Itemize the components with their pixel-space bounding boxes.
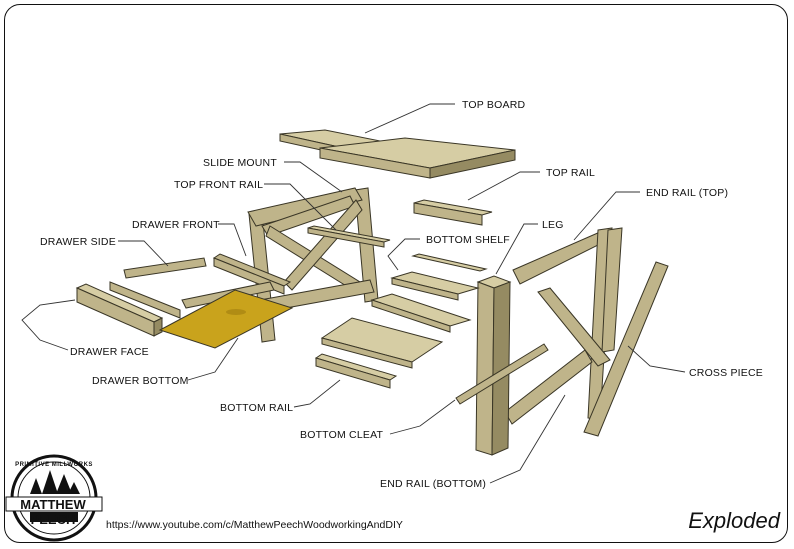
logo-name: MATTHEW PEECH bbox=[20, 497, 86, 527]
top-rail-part bbox=[413, 199, 493, 226]
view-name: Exploded bbox=[688, 508, 780, 533]
bottom-cleat-part bbox=[455, 343, 549, 405]
bottom-shelf-part bbox=[370, 253, 488, 333]
drawing-frame bbox=[4, 4, 788, 543]
label-bottom-rail: BOTTOM RAIL bbox=[220, 402, 293, 414]
label-top-board: TOP BOARD bbox=[462, 99, 525, 111]
label-drawer-side: DRAWER SIDE bbox=[40, 236, 116, 248]
label-bottom-shelf: BOTTOM SHELF bbox=[426, 234, 510, 246]
label-drawer-face: DRAWER FACE bbox=[70, 346, 149, 358]
label-end-rail-bottom: END RAIL (BOTTOM) bbox=[380, 478, 486, 490]
label-cross-piece: CROSS PIECE bbox=[689, 367, 763, 379]
drawer-bottom-part bbox=[158, 289, 294, 349]
label-top-front-rail: TOP FRONT RAIL bbox=[174, 179, 263, 191]
label-leg: LEG bbox=[542, 219, 564, 231]
label-drawer-front: DRAWER FRONT bbox=[132, 219, 220, 231]
logo-emblem bbox=[5, 454, 103, 542]
drawer-parts bbox=[75, 253, 292, 337]
right-end-frame-part bbox=[504, 227, 669, 437]
label-slide-mount: SLIDE MOUNT bbox=[203, 157, 277, 169]
label-drawer-bottom: DRAWER BOTTOM bbox=[92, 375, 189, 387]
slide-mount-part bbox=[307, 225, 391, 248]
label-end-rail-top: END RAIL (TOP) bbox=[646, 187, 728, 199]
label-top-rail: TOP RAIL bbox=[546, 167, 595, 179]
logo-tagline: PRIMITIVE MILLWORKS bbox=[15, 462, 93, 468]
left-end-frame-part bbox=[247, 187, 379, 343]
bottom-rail-part bbox=[314, 317, 444, 389]
leader-lines bbox=[21, 103, 686, 484]
channel-url[interactable]: https://www.youtube.com/c/MatthewPeechWo… bbox=[106, 519, 403, 531]
leg-part bbox=[475, 275, 512, 456]
label-bottom-cleat: BOTTOM CLEAT bbox=[300, 429, 383, 441]
top-board-part bbox=[279, 129, 516, 179]
